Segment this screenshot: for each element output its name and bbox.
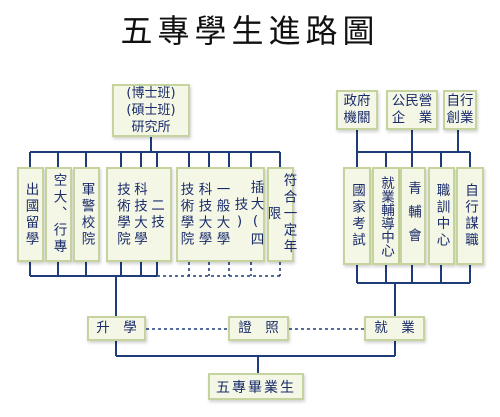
- research-institute-box: (博士班) (碩士班) 研究所: [112, 84, 190, 137]
- self-startup-box: 自行 創業: [443, 90, 477, 130]
- master-label: (碩士班): [126, 103, 176, 118]
- qualified-years-box: 符合一定年限: [265, 167, 297, 262]
- two-year-tech-group-box: 技術學院 科技大學 二技: [106, 167, 172, 262]
- vocational-center-box: 職訓中心: [428, 167, 455, 265]
- employment-box: 就 業: [364, 316, 425, 341]
- military-police-box: 軍警校院: [73, 167, 100, 262]
- further-study-box: 升 學: [87, 316, 146, 341]
- graduate-box: 五專畢業生: [208, 373, 304, 400]
- national-exam-box: 國家考試: [343, 167, 371, 265]
- youth-counsel-box: 青輔會: [400, 167, 426, 265]
- page-title: 五專學生進路圖: [120, 12, 380, 50]
- self-job-box: 自行謀職: [456, 167, 484, 265]
- study-abroad-box: 出國留學: [17, 167, 44, 262]
- phd-label: (博士班): [126, 86, 176, 101]
- research-label: 研究所: [131, 120, 171, 135]
- open-univ-box: 空大、行專: [45, 167, 72, 262]
- enterprise-box: 公民營 企 業: [386, 90, 438, 130]
- transfer-group-box: 技術學院 科技大學 一般大學 插大(四技): [176, 167, 265, 262]
- license-box: 證 照: [228, 316, 289, 341]
- government-box: 政府 機關: [336, 90, 378, 130]
- employment-center-box: 就業輔導中心: [372, 167, 400, 265]
